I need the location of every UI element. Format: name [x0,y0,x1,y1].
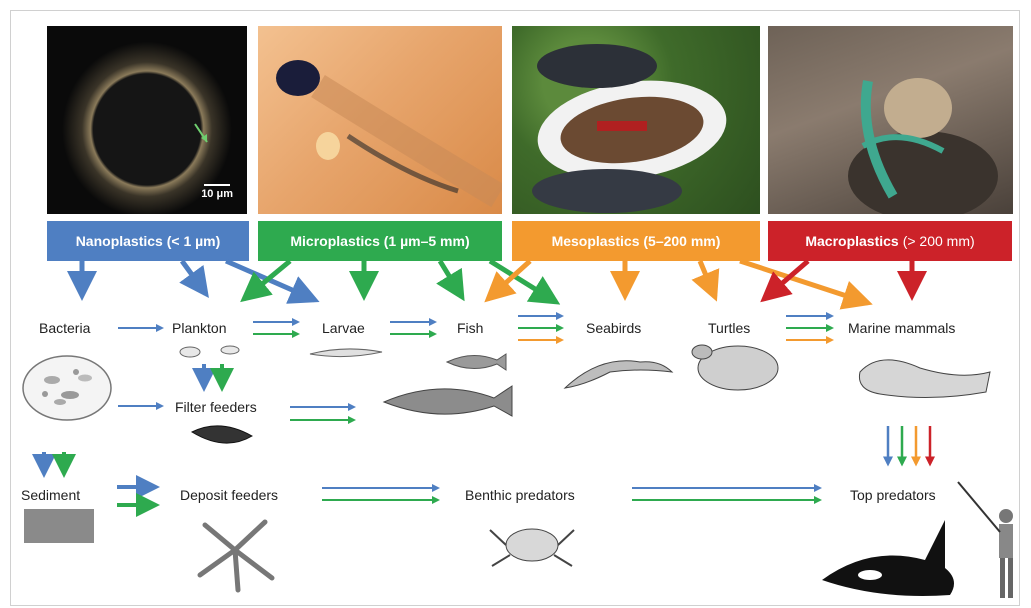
node-seabirds: Seabirds [586,320,641,336]
larva-illustration [310,349,382,357]
node-plankton: Plankton [172,320,226,336]
node-turtles: Turtles [708,320,750,336]
turtle-illustration [692,345,778,390]
node-deposit-feeders: Deposit feeders [180,487,278,503]
orca-illustration [822,520,954,596]
bacteria-illustration [23,356,111,420]
sediment-sample-illustration [24,509,94,543]
fisherman-illustration [958,482,1013,598]
fish-illustration [447,354,506,370]
node-filter-feeders: Filter feeders [175,399,257,415]
node-bacteria: Bacteria [39,320,90,336]
seabird-illustration [565,361,672,388]
cod-illustration [384,386,512,416]
node-marine-mammals: Marine mammals [848,320,955,336]
node-top-predators: Top predators [850,487,936,503]
node-sediment: Sediment [21,487,80,503]
node-benthic-predators: Benthic predators [465,487,575,503]
starfish-illustration [200,522,272,590]
crab-illustration [490,529,574,566]
mussel-illustration [192,426,252,443]
node-fish: Fish [457,320,483,336]
seal-illustration [859,360,990,398]
plankton-illustration [180,346,239,357]
node-larvae: Larvae [322,320,365,336]
